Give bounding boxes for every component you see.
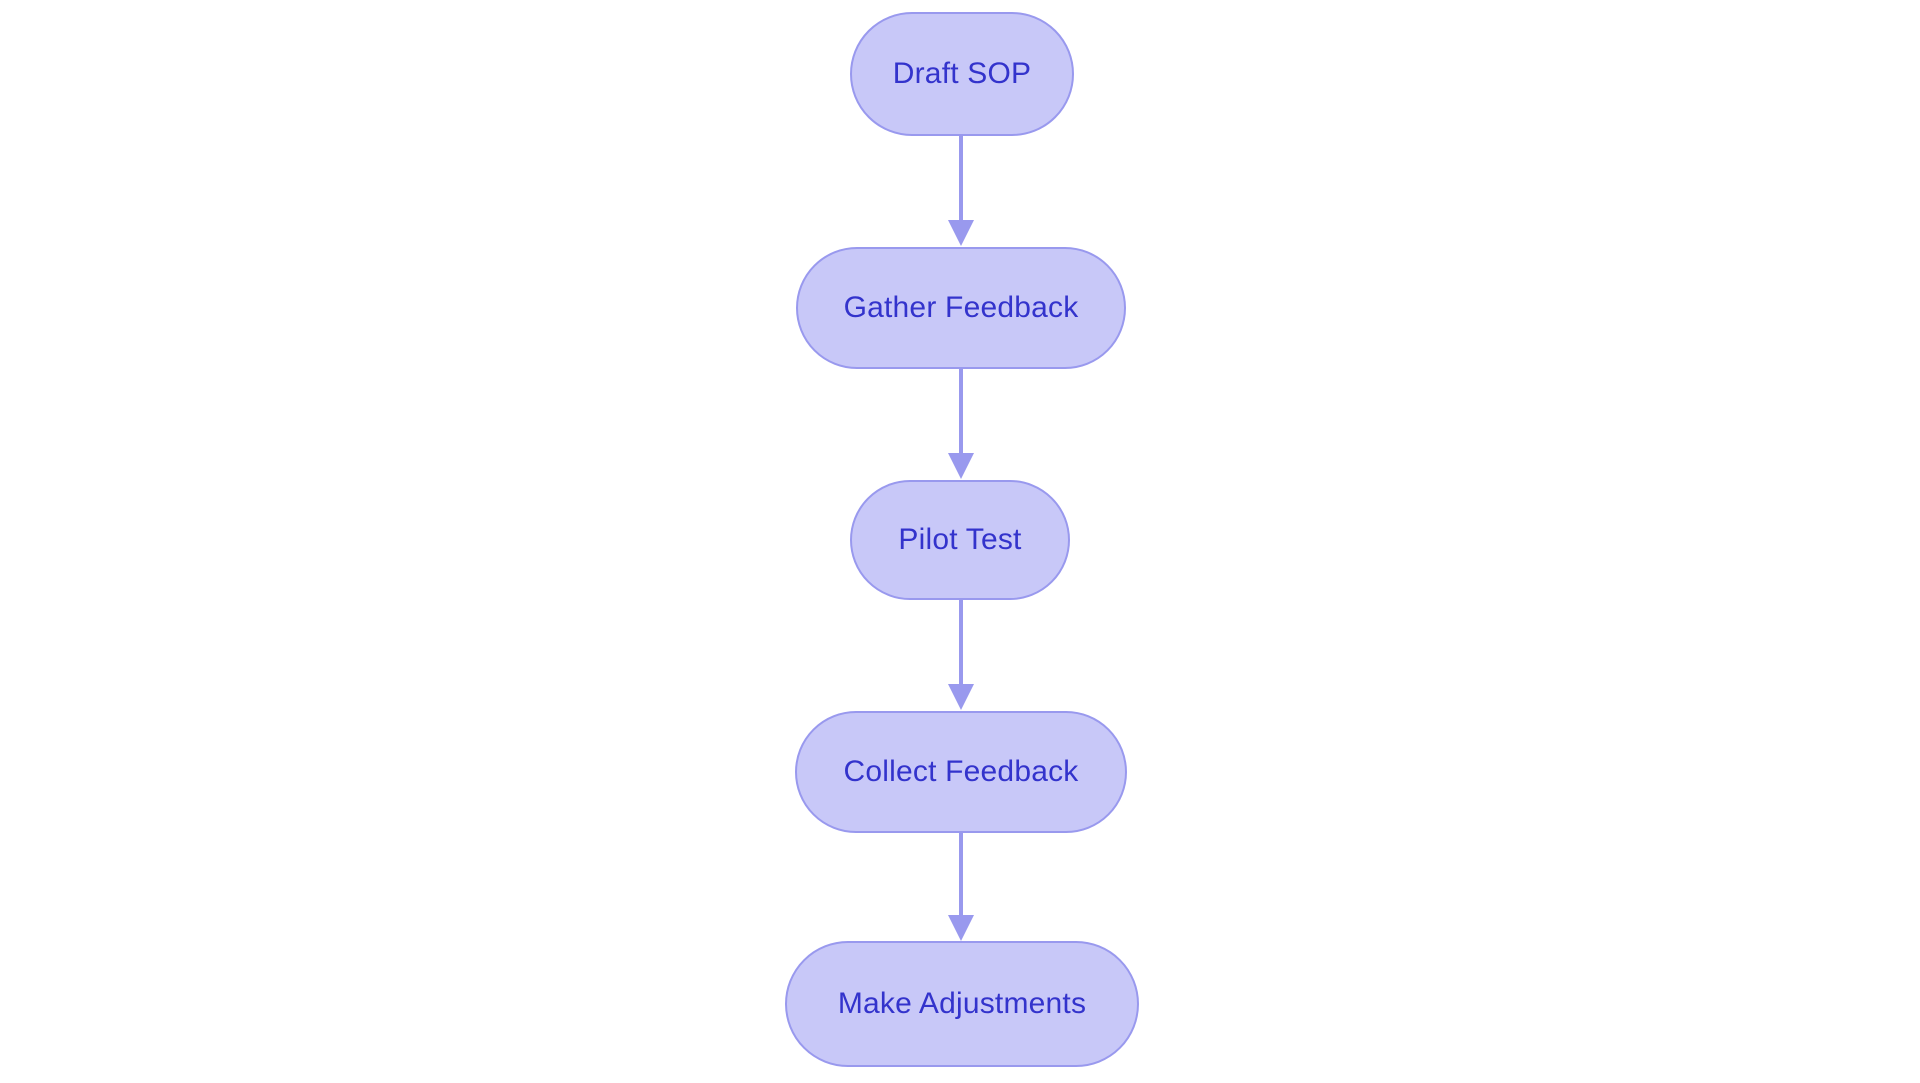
flow-edge bbox=[948, 368, 974, 479]
arrowhead-icon bbox=[948, 684, 974, 710]
node-label: Draft SOP bbox=[893, 57, 1032, 90]
flow-edge bbox=[948, 832, 974, 941]
flow-node-pilot-test[interactable]: Pilot Test bbox=[850, 480, 1070, 600]
node-shape[interactable] bbox=[850, 480, 1070, 600]
arrowhead-icon bbox=[948, 915, 974, 941]
node-shape[interactable] bbox=[796, 247, 1126, 369]
flow-node-gather-feedback[interactable]: Gather Feedback bbox=[796, 247, 1126, 369]
flow-node-draft-sop[interactable]: Draft SOP bbox=[850, 12, 1074, 136]
flow-edge bbox=[948, 135, 974, 246]
arrowhead-icon bbox=[948, 453, 974, 479]
node-shape[interactable] bbox=[795, 711, 1127, 833]
node-shape[interactable] bbox=[850, 12, 1074, 136]
node-label: Make Adjustments bbox=[838, 987, 1086, 1020]
node-shape[interactable] bbox=[785, 941, 1139, 1067]
flow-edge bbox=[948, 599, 974, 710]
node-label: Gather Feedback bbox=[844, 291, 1080, 324]
edges-layer bbox=[948, 135, 974, 941]
node-label: Pilot Test bbox=[898, 523, 1022, 556]
arrowhead-icon bbox=[948, 220, 974, 246]
node-label: Collect Feedback bbox=[844, 755, 1080, 788]
flow-node-collect-feedback[interactable]: Collect Feedback bbox=[795, 711, 1127, 833]
flow-node-make-adjustments[interactable]: Make Adjustments bbox=[785, 941, 1139, 1067]
